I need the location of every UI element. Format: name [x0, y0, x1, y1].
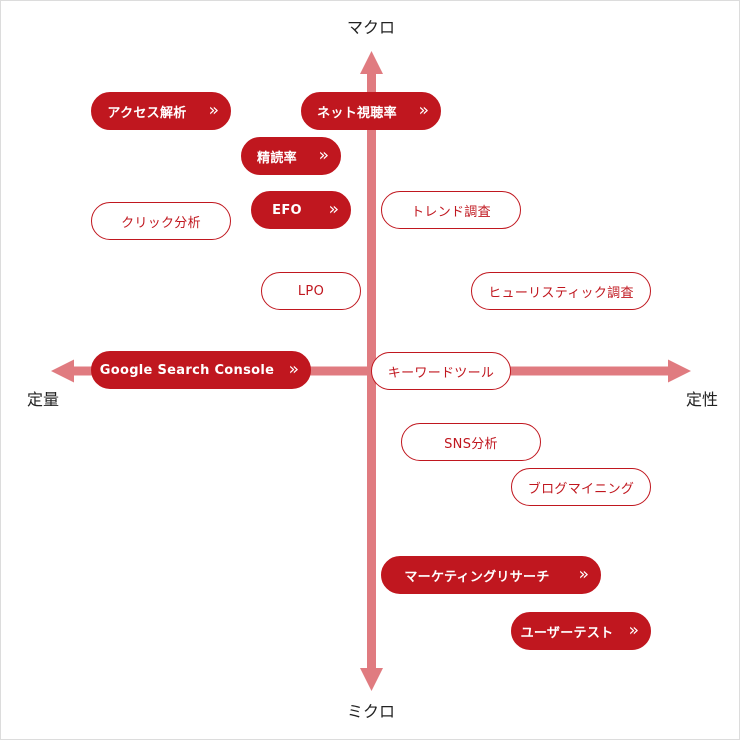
chevron-right-icon: » [208, 100, 220, 121]
node-label: ブログマイニング [527, 481, 635, 497]
chevron-right-icon: » [578, 564, 590, 585]
node-label: Google Search Console [99, 362, 275, 378]
node-heuristic-research[interactable]: ヒューリスティック調査 [471, 272, 651, 310]
node-label: LPO [297, 283, 325, 299]
node-sns-analysis[interactable]: SNS分析 [401, 423, 541, 461]
node-blog-mining[interactable]: ブログマイニング [511, 468, 651, 506]
chevron-right-icon: » [288, 359, 300, 380]
arrow-right [668, 359, 691, 383]
axis-label-micro: ミクロ [347, 702, 396, 721]
chevron-right-icon: » [628, 620, 640, 641]
node-marketing-research[interactable]: マーケティングリサーチ » [381, 556, 601, 594]
node-label: EFO [272, 202, 302, 218]
node-user-test[interactable]: ユーザーテスト » [511, 612, 651, 650]
node-google-search-console[interactable]: Google Search Console » [91, 351, 311, 389]
node-click-analysis[interactable]: クリック分析 [91, 202, 231, 240]
horizontal-axis-line [67, 366, 673, 376]
chevron-right-icon: » [418, 100, 430, 121]
node-label: トレンド調査 [411, 204, 491, 220]
axis-label-qualitative: 定性 [686, 390, 719, 409]
axis-label-quantitative: 定量 [27, 390, 60, 409]
axis-label-macro: マクロ [347, 18, 396, 37]
node-access-analysis[interactable]: アクセス解析 » [91, 92, 231, 130]
node-net-audience-rating[interactable]: ネット視聴率 » [301, 92, 441, 130]
node-reading-rate[interactable]: 精読率 » [241, 137, 341, 175]
node-lpo[interactable]: LPO [261, 272, 361, 310]
node-trend-research[interactable]: トレンド調査 [381, 191, 521, 229]
node-label: クリック分析 [121, 215, 201, 231]
chevron-right-icon: » [318, 145, 330, 166]
arrow-left [51, 359, 74, 383]
node-label: 精読率 [257, 150, 297, 166]
chevron-right-icon: » [328, 199, 340, 220]
node-label: SNS分析 [444, 436, 498, 452]
node-label: ネット視聴率 [317, 105, 397, 121]
node-keyword-tool[interactable]: キーワードツール [371, 352, 511, 390]
node-label: ユーザーテスト [520, 625, 614, 641]
node-label: マーケティングリサーチ [404, 569, 550, 585]
node-label: ヒューリスティック調査 [488, 285, 634, 301]
node-label: アクセス解析 [107, 105, 187, 121]
node-efo[interactable]: EFO » [251, 191, 351, 229]
arrow-down [360, 668, 383, 691]
arrow-up [360, 51, 383, 74]
node-label: キーワードツール [387, 365, 495, 381]
